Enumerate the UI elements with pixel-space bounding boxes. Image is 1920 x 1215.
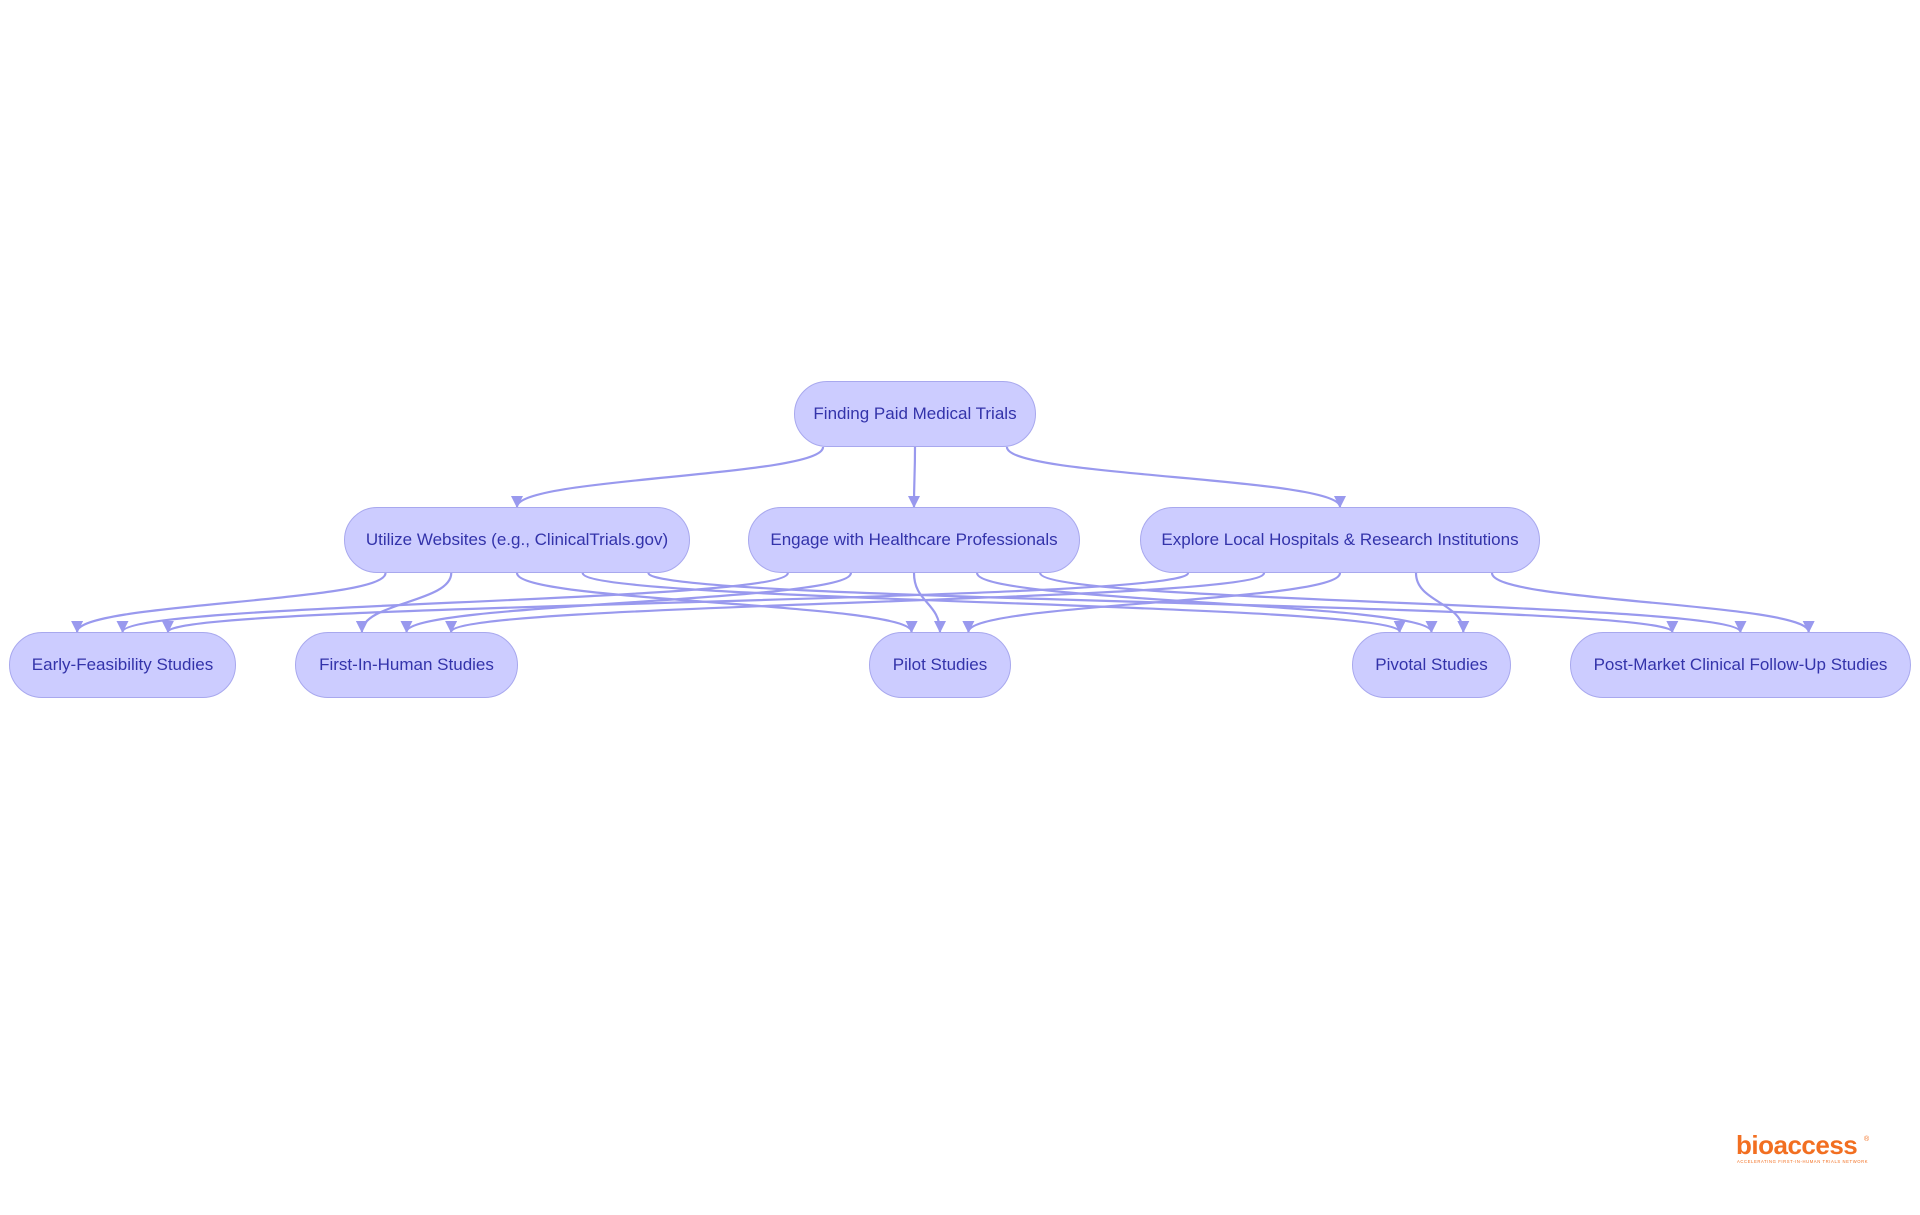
logo-wordmark: bioaccess xyxy=(1736,1132,1857,1160)
node-early-feasibility-studies[interactable]: Early-Feasibility Studies xyxy=(9,632,236,698)
edge-m1-to-s4 xyxy=(1039,571,1747,634)
node-label: Utilize Websites (e.g., ClinicalTrials.g… xyxy=(365,530,669,549)
edge-m0-to-s0 xyxy=(71,572,387,633)
node-label: First-In-Human Studies xyxy=(319,655,494,674)
edge-m1-to-s3 xyxy=(975,572,1438,633)
edge-root-to-m1 xyxy=(908,446,921,508)
logo-registered-mark: ® xyxy=(1864,1135,1870,1143)
edge-m2-to-s3 xyxy=(1414,572,1470,633)
node-label: Post-Market Clinical Follow-Up Studies xyxy=(1593,655,1888,674)
edge-m1-to-s2 xyxy=(912,572,946,633)
edge-root-to-m2 xyxy=(1005,446,1346,508)
node-utilize-websites[interactable]: Utilize Websites (e.g., ClinicalTrials.g… xyxy=(344,507,690,573)
node-first-in-human-studies[interactable]: First-In-Human Studies xyxy=(295,632,518,698)
edge-m1-to-s1 xyxy=(400,572,853,633)
node-post-market-clinical-follow-up-studies[interactable]: Post-Market Clinical Follow-Up Studies xyxy=(1570,632,1911,698)
node-label: Finding Paid Medical Trials xyxy=(813,404,1017,423)
node-label: Explore Local Hospitals & Research Insti… xyxy=(1161,530,1519,549)
node-engage-healthcare-professionals[interactable]: Engage with Healthcare Professionals xyxy=(748,507,1080,573)
node-pivotal-studies[interactable]: Pivotal Studies xyxy=(1352,632,1511,698)
node-finding-paid-medical-trials[interactable]: Finding Paid Medical Trials xyxy=(794,381,1036,447)
edge-m1-to-s0 xyxy=(116,571,789,634)
logo-tagline: ACCELERATING FIRST-IN-HUMAN TRIALS NETWO… xyxy=(1737,1159,1868,1164)
edge-m2-to-s1 xyxy=(445,571,1266,634)
edge-m0-to-s1 xyxy=(355,572,453,633)
bioaccess-logo: bioaccess ® ACCELERATING FIRST-IN-HUMAN … xyxy=(1736,1132,1870,1164)
node-explore-local-hospitals[interactable]: Explore Local Hospitals & Research Insti… xyxy=(1140,507,1540,573)
node-label: Early-Feasibility Studies xyxy=(31,655,214,674)
edge-m2-to-s0 xyxy=(162,571,1190,634)
edge-m2-to-s2 xyxy=(962,572,1342,633)
node-pilot-studies[interactable]: Pilot Studies xyxy=(869,632,1011,698)
edge-m0-to-s3 xyxy=(581,571,1406,634)
node-label: Pivotal Studies xyxy=(1375,655,1488,674)
edge-m2-to-s4 xyxy=(1490,572,1815,633)
node-label: Engage with Healthcare Professionals xyxy=(770,530,1058,549)
edge-root-to-m0 xyxy=(511,446,825,508)
node-label: Pilot Studies xyxy=(892,655,988,674)
